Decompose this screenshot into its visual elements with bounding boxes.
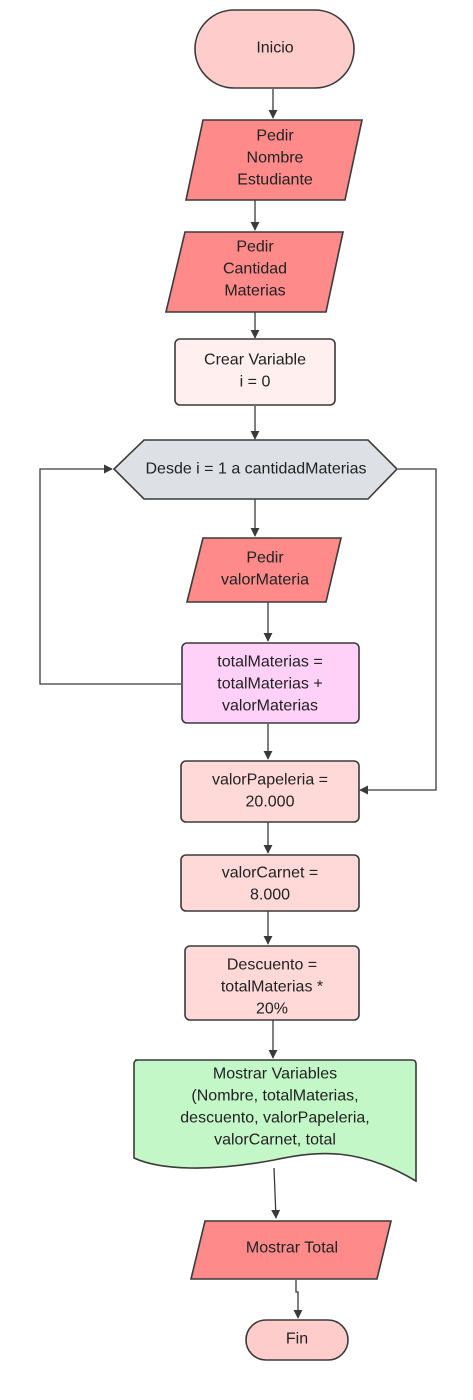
label-line: valorMateria — [221, 572, 309, 589]
label-line: Pedir — [236, 239, 274, 256]
label-line: Nombre — [247, 150, 304, 167]
connector-loop-exit — [359, 468, 437, 795]
label-line: Pedir — [246, 550, 284, 567]
label-line: totalMaterias = — [217, 654, 322, 671]
discount-label: Descuento = totalMaterias * 20% — [221, 957, 323, 1018]
label-line: 20% — [256, 1001, 288, 1018]
label-line: Crear Variable — [204, 352, 306, 369]
connector-show-total-to-end — [293, 1280, 303, 1319]
label-line: totalMaterias * — [221, 979, 323, 996]
end-label: Fin — [286, 1331, 308, 1348]
connector-loop-back — [39, 464, 181, 685]
card-process — [180, 854, 360, 912]
label-line: Estudiante — [237, 172, 313, 189]
create-variable-process — [174, 338, 336, 406]
label-line: (Nombre, totalMaterias, — [191, 1088, 358, 1105]
label-line: Desde i = 1 a cantidadMaterias — [145, 461, 366, 478]
label-line: i = 0 — [240, 374, 271, 391]
loop-hexagon — [112, 439, 399, 500]
discount-process — [184, 945, 360, 1021]
loop-label: Desde i = 1 a cantidadMaterias — [145, 461, 366, 478]
label-line: Cantidad — [223, 261, 287, 278]
label-line: totalMaterias + — [217, 676, 322, 693]
ask-value-input — [185, 537, 343, 603]
label-line: Fin — [286, 1331, 308, 1348]
accumulate-label: totalMaterias = totalMaterias + valorMater… — [217, 654, 322, 715]
label-line: Pedir — [256, 128, 294, 145]
show-variables-document — [133, 1059, 417, 1183]
show-total-label: Mostrar Total — [246, 1240, 338, 1257]
connectors — [39, 89, 437, 1319]
connector-show-vars-to-show-total — [271, 1167, 281, 1219]
ask-name-input — [185, 119, 363, 201]
label-line: descuento, valorPapeleria, — [180, 1110, 369, 1127]
label-line: Mostrar Total — [246, 1240, 338, 1257]
show-variables-label: Mostrar Variables (Nombre, totalMaterias,… — [180, 1066, 369, 1149]
ask-count-input — [164, 231, 344, 313]
start-terminal — [194, 9, 355, 89]
label-line: Materias — [224, 283, 285, 300]
stationery-process — [180, 760, 360, 823]
label-line: 8.000 — [250, 887, 290, 904]
label-line: valorCarnet = — [222, 865, 319, 882]
stationery-label: valorPapeleria = 20.000 — [212, 772, 328, 811]
shapes — [112, 9, 417, 1361]
label-line: valorMaterias — [222, 698, 318, 715]
show-total-output — [189, 1220, 393, 1280]
label-line: 20.000 — [246, 794, 295, 811]
label-line: valorPapeleria = — [212, 772, 328, 789]
label-line: Inicio — [256, 40, 293, 57]
card-label: valorCarnet = 8.000 — [222, 865, 319, 904]
label-line: Mostrar Variables — [213, 1066, 337, 1083]
accumulate-process — [181, 642, 360, 724]
end-terminal — [245, 1319, 349, 1361]
ask-value-label: Pedir valorMateria — [221, 550, 309, 589]
label-line: valorCarnet, total — [214, 1132, 336, 1149]
create-variable-label: Crear Variable i = 0 — [204, 352, 306, 391]
start-label: Inicio — [256, 40, 293, 57]
label-line: Descuento = — [227, 957, 317, 974]
